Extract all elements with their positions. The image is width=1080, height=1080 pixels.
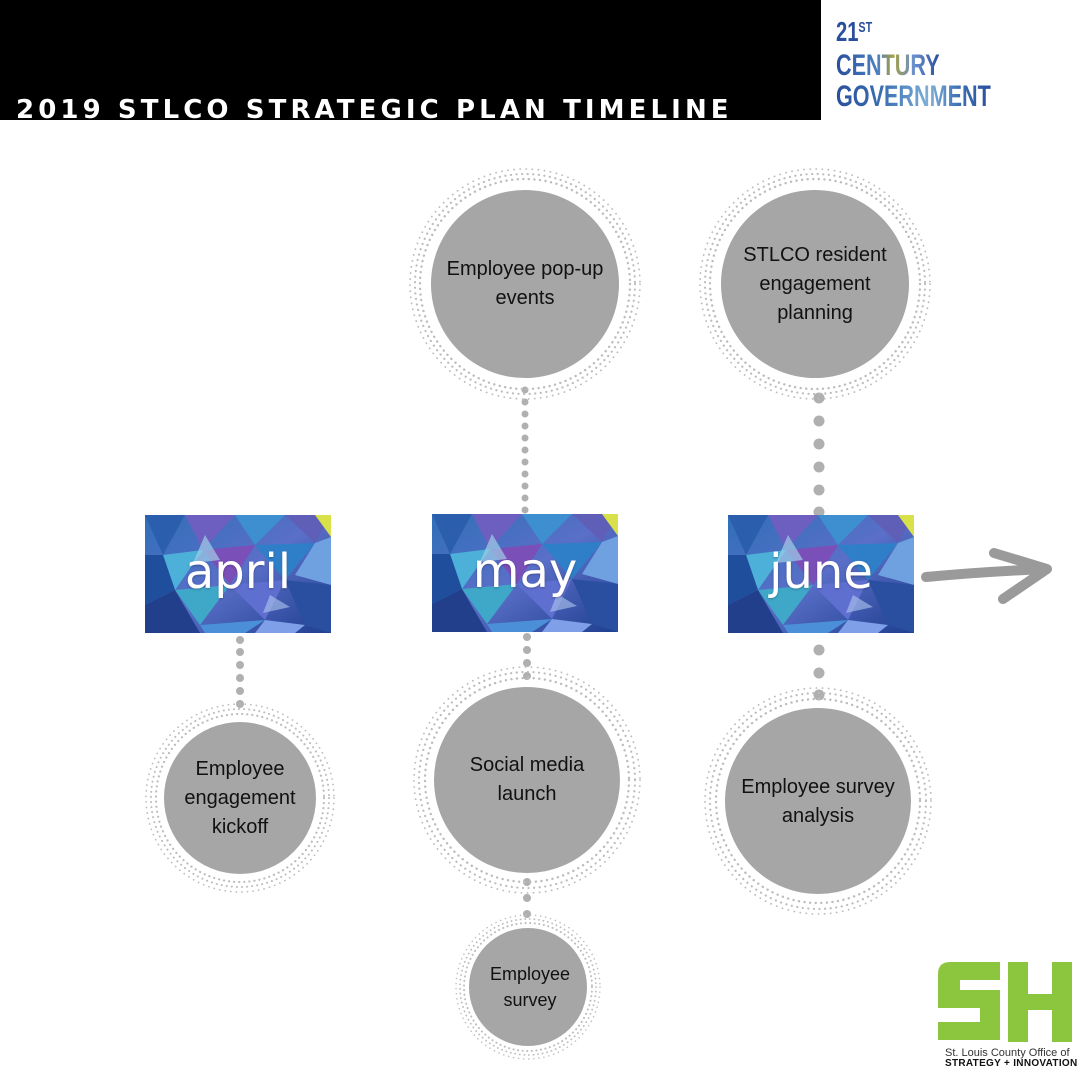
logo-line-century: CENTURY [836,49,940,82]
month-label-june: june [769,544,873,600]
milestone-may-survey: Employee survey [489,964,571,1010]
halo-june-bottom [704,687,932,915]
circle-may-survey [469,928,587,1046]
header-bar: 2019 STLCO STRATEGIC PLAN TIMELINE [0,0,821,120]
month-label-may: may [472,543,578,599]
logo-line-government: GOVERNMENT [836,80,991,113]
milestone-may-bottom: Social media launch [469,754,585,805]
logo-line-number: 21ST [836,16,873,47]
halo-may-top [409,168,641,400]
month-label-april: april [184,544,292,600]
may-top-connector [521,386,529,514]
halo-may-bottom [413,666,641,894]
circle-april-bottom [164,722,316,874]
page-title: 2019 STLCO STRATEGIC PLAN TIMELINE [16,95,733,120]
halo-may-survey [455,914,601,1060]
milestone-may-top: Employee pop-up events [446,258,604,309]
connector-lines [236,386,825,918]
may-survey-connector [523,878,531,918]
halo-june-top [699,168,931,400]
june-bottom-connector [813,644,825,701]
continue-arrow-icon [921,548,1052,604]
circle-may-bottom [434,687,620,873]
milestone-june-top: STLCO resident engagement planning [743,243,887,324]
milestone-april-bottom: Employee engagement kickoff [184,757,296,838]
si-letters [938,962,1072,1042]
logo-caption-office: St. Louis County Office of [945,1047,1070,1059]
april-connector [236,636,244,708]
circle-june-bottom [725,708,911,894]
strategy-innovation-logo [938,962,1072,1042]
june-top-connector [813,392,825,518]
may-bottom-connector [523,633,531,680]
circle-june-top [721,190,909,378]
circle-may-top [431,190,619,378]
milestone-june-bottom: Employee survey analysis [741,776,895,827]
halo-april-bottom [145,703,335,893]
logo-caption-strategy: STRATEGY + INNOVATION [945,1058,1078,1069]
21st-century-government-logo: 21ST CENTURY GOVERNMENT [836,16,996,116]
